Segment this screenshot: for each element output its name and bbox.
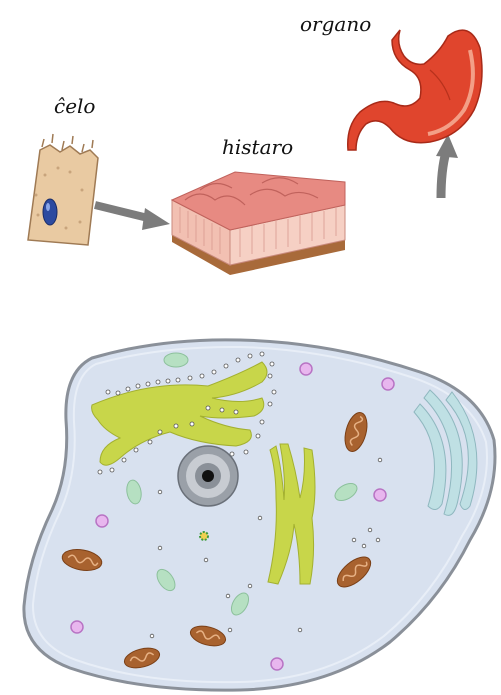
stomach-icon (348, 30, 482, 150)
epithelial-cell-icon (28, 134, 98, 245)
tissue-block-icon (172, 172, 345, 275)
organization-levels: ĉelo histaro (28, 12, 482, 275)
arrow-right-icon (95, 205, 170, 230)
label-organ: organo (300, 12, 371, 36)
centriole (200, 532, 208, 540)
animal-cell-icon (24, 340, 495, 690)
nucleus (178, 446, 238, 506)
arrow-up-icon (436, 134, 458, 198)
label-cell: ĉelo (54, 94, 95, 118)
label-tissue: histaro (222, 135, 293, 159)
cell-membrane (24, 340, 495, 690)
